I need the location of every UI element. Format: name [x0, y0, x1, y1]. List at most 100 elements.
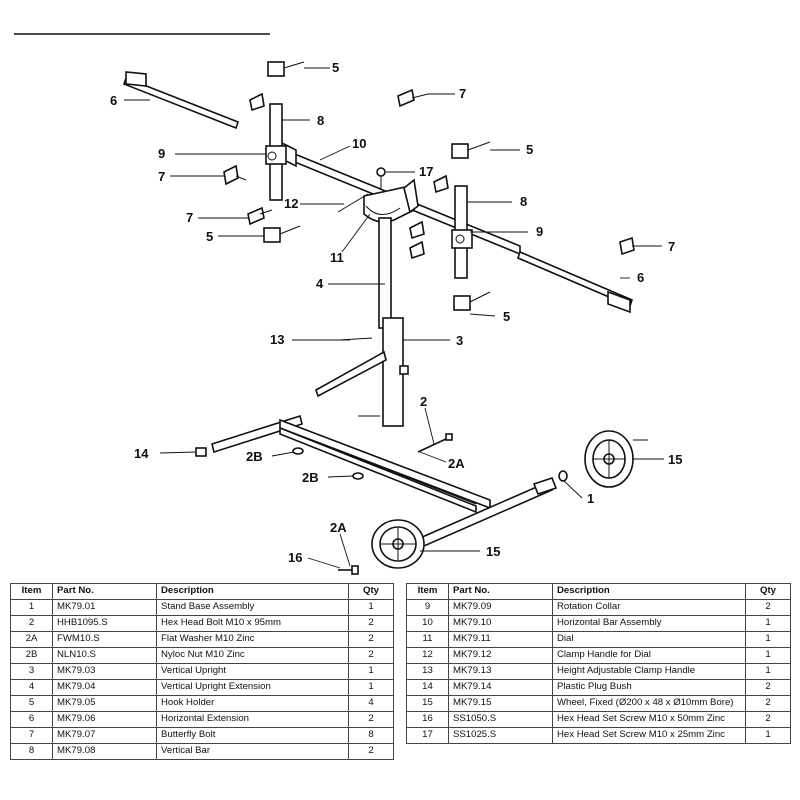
parts-list-header: Item Part No. Description Qty [10, 583, 394, 600]
callout-7-c: 7 [186, 210, 193, 225]
callout-9-b: 9 [536, 224, 543, 239]
cell-description: Hex Head Set Screw M10 x 25mm Zinc [552, 727, 746, 744]
cell-item: 10 [406, 615, 449, 632]
callout-16: 16 [288, 550, 302, 565]
column-header-part-no: Part No. [52, 583, 157, 600]
callout-17: 17 [419, 164, 433, 179]
horizontal-extension-right [517, 250, 633, 314]
cell-qty: 2 [745, 695, 791, 712]
callout-11: 11 [330, 250, 344, 265]
cell-description: Butterfly Bolt [156, 727, 349, 744]
nyloc-nut-2 [352, 472, 364, 480]
cell-qty: 8 [348, 727, 394, 744]
cell-part-no: MK79.06 [52, 711, 157, 728]
cell-qty: 2 [348, 631, 394, 648]
flat-washer [558, 470, 568, 482]
cell-part-no: MK79.14 [448, 679, 553, 696]
cell-part-no: MK79.15 [448, 695, 553, 712]
cell-description: Hex Head Set Screw M10 x 50mm Zinc [552, 711, 746, 728]
vertical-bar-right [451, 185, 473, 279]
cell-description: Horizontal Bar Assembly [552, 615, 746, 632]
butterfly-bolt-7 [409, 220, 425, 240]
cell-description: Vertical Upright [156, 663, 349, 680]
column-header-item: Item [406, 583, 449, 600]
cell-item: 9 [406, 599, 449, 616]
callout-8-b: 8 [520, 194, 527, 209]
cell-part-no: SS1050.S [448, 711, 553, 728]
cell-part-no: MK79.01 [52, 599, 157, 616]
cell-description: Hook Holder [156, 695, 349, 712]
cell-description: Vertical Upright Extension [156, 679, 349, 696]
callout-3: 3 [456, 333, 463, 348]
callout-13: 13 [270, 332, 284, 347]
callout-10: 10 [352, 136, 366, 151]
callout-15-a: 15 [668, 452, 682, 467]
callout-8-a: 8 [317, 113, 324, 128]
cell-part-no: MK79.13 [448, 663, 553, 680]
callout-2: 2 [420, 394, 427, 409]
cell-description: Dial [552, 631, 746, 648]
cell-item: 17 [406, 727, 449, 744]
cell-qty: 2 [348, 647, 394, 664]
butterfly-bolt-6 [433, 174, 449, 194]
cell-part-no: MK79.11 [448, 631, 553, 648]
vertical-upright [315, 217, 409, 427]
cell-item: 16 [406, 711, 449, 728]
cell-description: Vertical Bar [156, 743, 349, 760]
cell-item: 7 [10, 727, 53, 744]
column-header-item: Item [10, 583, 53, 600]
cell-item: 13 [406, 663, 449, 680]
set-screw [338, 565, 359, 575]
butterfly-bolt-2 [223, 164, 247, 186]
callout-7-b: 7 [158, 169, 165, 184]
callout-5-b: 5 [526, 142, 533, 157]
cell-description: Horizontal Extension [156, 711, 349, 728]
callout-14: 14 [134, 446, 149, 461]
cell-qty: 2 [348, 743, 394, 760]
cell-item: 2 [10, 615, 53, 632]
cell-item: 3 [10, 663, 53, 680]
cell-qty: 1 [745, 727, 791, 744]
column-header-qty: Qty [745, 583, 791, 600]
cell-description: Wheel, Fixed (Ø200 x 48 x Ø10mm Bore) [552, 695, 746, 712]
hook-holder-4 [453, 291, 491, 311]
nyloc-nut-1 [292, 447, 304, 455]
hook-holder-1 [267, 61, 305, 77]
callout-2b-a: 2B [246, 449, 263, 464]
cell-description: Height Adjustable Clamp Handle [552, 663, 746, 680]
cell-item: 1 [10, 599, 53, 616]
cell-item: 2A [10, 631, 53, 648]
rotation-collar-dial [337, 167, 419, 223]
callout-5-c: 5 [206, 229, 213, 244]
cell-part-no: HHB1095.S [52, 615, 157, 632]
cell-qty: 2 [348, 615, 394, 632]
cell-item: 15 [406, 695, 449, 712]
callout-5-d: 5 [503, 309, 510, 324]
callout-6-a: 6 [110, 93, 117, 108]
cell-item: 6 [10, 711, 53, 728]
cell-qty: 1 [348, 663, 394, 680]
cell-qty: 1 [745, 615, 791, 632]
callout-9-a: 9 [158, 146, 165, 161]
cell-qty: 1 [745, 631, 791, 648]
callout-4: 4 [316, 276, 324, 291]
parts-list-header: Item Part No. Description Qty [406, 583, 791, 600]
cell-qty: 2 [348, 711, 394, 728]
column-header-description: Description [156, 583, 349, 600]
hook-holder-2 [451, 141, 491, 159]
callout-6-b: 6 [637, 270, 644, 285]
cell-qty: 2 [745, 679, 791, 696]
butterfly-bolt-5 [249, 92, 265, 112]
cell-part-no: MK79.08 [52, 743, 157, 760]
